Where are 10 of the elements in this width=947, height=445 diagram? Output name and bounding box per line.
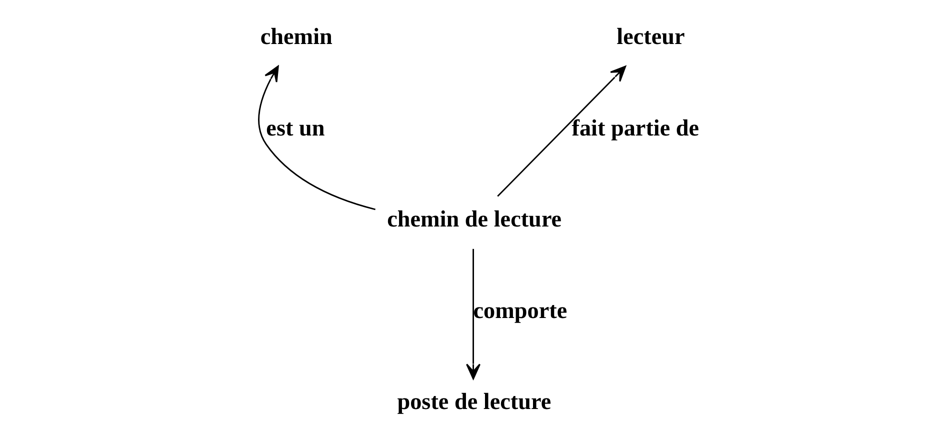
node-text: chemin [260, 24, 332, 50]
edge-label: comporte [472, 298, 567, 324]
edge-label: fait partie de [571, 115, 699, 142]
arrow [258, 66, 375, 210]
edge-label: est un [266, 115, 324, 142]
node-text: poste de lecture [396, 389, 551, 416]
node-text: lecteur [616, 24, 684, 50]
arrow [466, 248, 480, 380]
arrow [496, 66, 626, 197]
node-text: chemin de lecture [386, 206, 562, 233]
